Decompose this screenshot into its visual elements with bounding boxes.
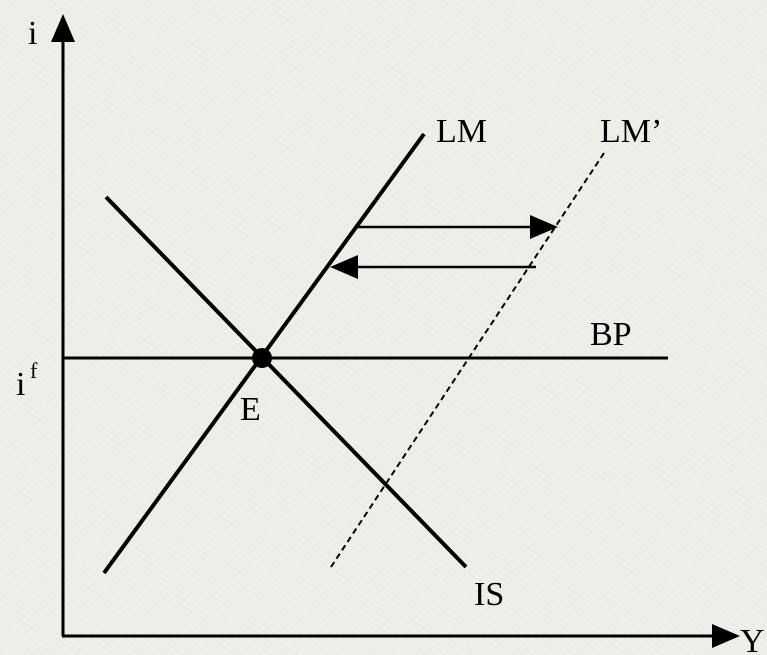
x-axis-arrowhead bbox=[712, 624, 740, 648]
y-axis-arrowhead bbox=[51, 14, 75, 42]
shift-right-arrowhead bbox=[530, 215, 558, 239]
lm-prime-curve bbox=[330, 152, 605, 568]
equilibrium-label: E bbox=[240, 391, 261, 428]
lm-prime-label: LM’ bbox=[600, 113, 662, 150]
equilibrium-point bbox=[252, 348, 272, 368]
lm-label: LM bbox=[436, 113, 487, 150]
i-foreign-label: i bbox=[16, 366, 25, 403]
shift-left-arrowhead bbox=[330, 255, 358, 279]
x-axis-label: Y bbox=[740, 623, 765, 655]
y-axis-label: i bbox=[28, 15, 37, 52]
is-curve bbox=[104, 195, 468, 569]
bp-label: BP bbox=[590, 316, 632, 353]
i-foreign-superscript: f bbox=[30, 358, 38, 383]
is-label: IS bbox=[474, 576, 504, 613]
i-foreign-base: i bbox=[16, 366, 25, 403]
